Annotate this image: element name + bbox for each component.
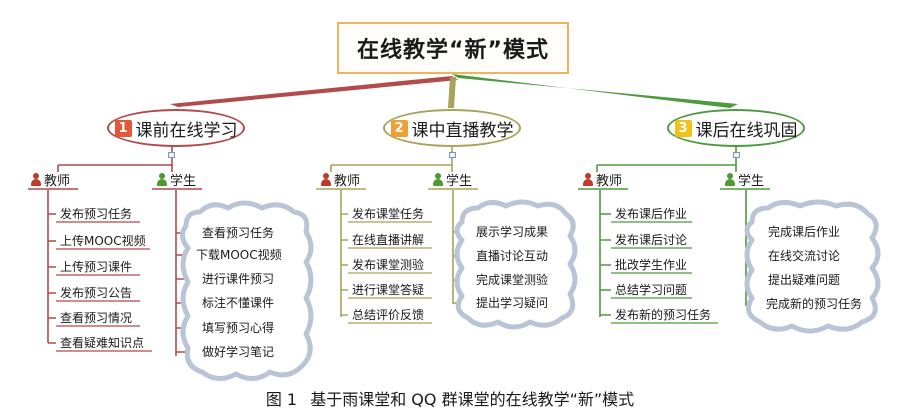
teacher-task-item: 在线直播讲解 — [352, 233, 425, 247]
teacher-task-item: 发布课后作业 — [615, 207, 688, 221]
student-task-item: 提出学习疑问 — [476, 296, 549, 310]
teacher-task-item: 总结学习问题 — [615, 283, 688, 297]
cloud-student-1 — [180, 200, 314, 381]
branch-label: 课前在线学习 — [135, 120, 238, 141]
role-label: 教师 — [596, 173, 623, 189]
student-task-item: 完成课后作业 — [768, 225, 841, 239]
teacher-task-item: 进行课堂答疑 — [352, 283, 425, 297]
role-label: 学生 — [738, 173, 765, 189]
central-topic: 在线教学“新”模式 — [337, 22, 569, 74]
figure-caption: 图 1 基于雨课堂和 QQ 群课堂的在线教学“新”模式 — [0, 386, 900, 410]
connector-branch-1 — [170, 76, 458, 107]
branch-number-badge: 1 — [114, 119, 132, 137]
branch-number-badge: 2 — [390, 119, 408, 137]
teacher-person-icon — [30, 172, 42, 186]
branch-node-2: 2 课中直播教学 — [383, 109, 521, 147]
student-task-item: 填写预习心得 — [202, 321, 275, 335]
student-task-item: 完成新的预习任务 — [766, 297, 863, 311]
teacher-task-item: 上传MOOC视频 — [60, 234, 146, 248]
teacher-task-item: 上传预习课件 — [60, 260, 133, 274]
student-task-item: 展示学习成果 — [476, 225, 549, 239]
teacher-task-item: 查看疑难知识点 — [60, 336, 145, 350]
branch-node-1: 1 课前在线学习 — [107, 109, 245, 147]
role-label: 学生 — [446, 173, 473, 189]
teacher-task-item: 查看预习情况 — [60, 311, 133, 325]
teacher-person-icon — [582, 172, 594, 186]
connector-branch-3 — [452, 74, 738, 108]
student-person-icon — [432, 172, 444, 186]
student-role-3: 学生 — [724, 170, 765, 189]
teacher-role-1: 教师 — [30, 170, 71, 189]
student-role-1: 学生 — [156, 170, 197, 189]
connector-branch-2 — [448, 77, 456, 108]
collapse-tab[interactable] — [733, 152, 740, 158]
teacher-task-item: 发布新的预习任务 — [615, 308, 712, 322]
teacher-task-item: 发布课后讨论 — [615, 233, 688, 247]
branch-number-badge: 3 — [674, 119, 692, 137]
student-task-item: 完成课堂测验 — [476, 273, 549, 287]
student-task-item: 标注不懂课件 — [202, 296, 275, 310]
teacher-task-item: 发布预习公告 — [60, 286, 133, 300]
role-label: 教师 — [334, 173, 361, 189]
student-role-2: 学生 — [432, 170, 473, 189]
student-task-item: 进行课件预习 — [202, 272, 275, 286]
teacher-role-2: 教师 — [320, 170, 361, 189]
student-task-item: 做好学习笔记 — [202, 345, 275, 359]
student-person-icon — [724, 172, 736, 186]
teacher-role-3: 教师 — [582, 170, 623, 189]
teacher-person-icon — [320, 172, 332, 186]
figure-number: 图 1 — [265, 390, 298, 409]
student-task-item: 提出疑难问题 — [768, 273, 841, 287]
collapse-tab[interactable] — [168, 152, 175, 158]
collapse-tab[interactable] — [449, 152, 456, 158]
teacher-task-item: 发布预习任务 — [60, 207, 133, 221]
student-person-icon — [156, 172, 168, 186]
branch-node-3: 3 课后在线巩固 — [667, 109, 805, 147]
student-task-item: 下载MOOC视频 — [196, 248, 282, 262]
role-label: 教师 — [44, 173, 71, 189]
branch-label: 课后在线巩固 — [695, 120, 798, 141]
student-task-item: 在线交流讨论 — [768, 249, 841, 263]
teacher-task-item: 总结评价反馈 — [352, 308, 425, 322]
cloud-student-3 — [744, 199, 881, 334]
teacher-task-item: 发布课堂任务 — [352, 207, 425, 221]
student-task-item: 直播讨论互动 — [476, 249, 549, 263]
student-task-item: 查看预习任务 — [202, 226, 275, 240]
role-label: 学生 — [170, 173, 197, 189]
teacher-task-item: 发布课堂测验 — [352, 258, 425, 272]
cloud-student-2 — [454, 199, 578, 330]
branch-label: 课中直播教学 — [411, 120, 514, 141]
teacher-task-item: 批改学生作业 — [615, 258, 688, 272]
figure-caption-text: 基于雨课堂和 QQ 群课堂的在线教学“新”模式 — [310, 390, 635, 409]
